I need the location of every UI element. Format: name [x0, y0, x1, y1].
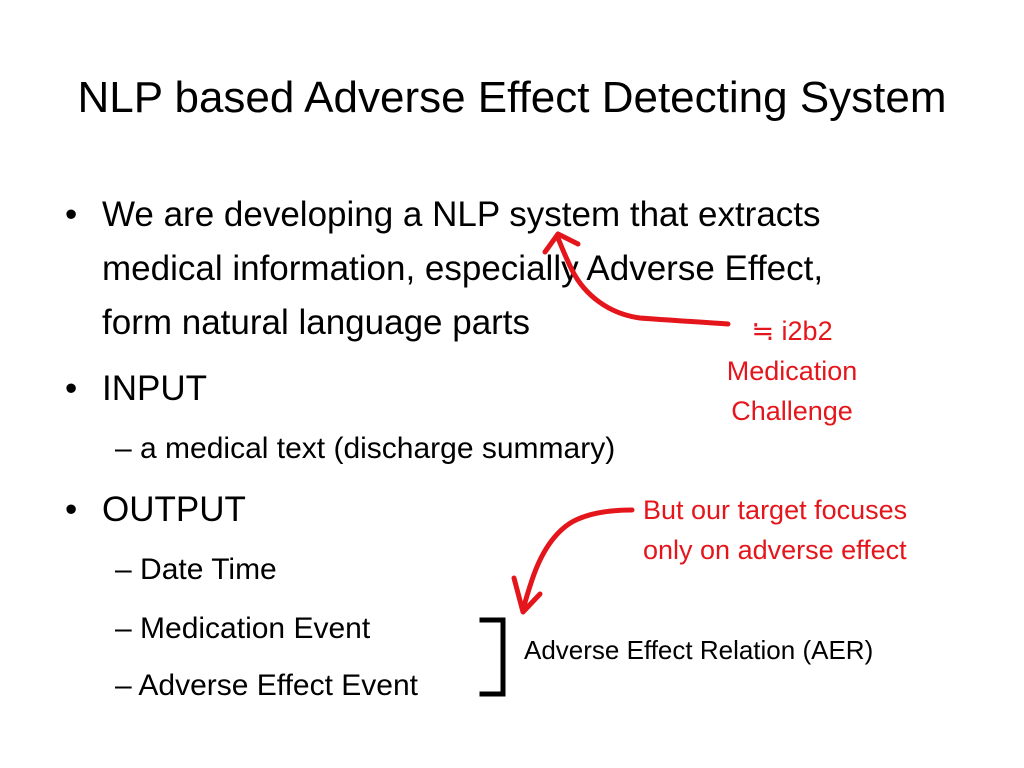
bullet-marker: • [65, 195, 78, 234]
i2b2-note-line: Challenge [731, 396, 853, 426]
bullet-text: OUTPUT [102, 490, 246, 529]
sub-text: Adverse Effect Event [138, 669, 418, 702]
sub-item-medication-event: – Medication Event [115, 609, 370, 649]
sub-marker: – [115, 432, 132, 465]
bullet-line: We are developing a NLP system that extr… [102, 195, 821, 234]
aer-label: Adverse Effect Relation (AER) [524, 635, 874, 665]
arrowhead-i2b2 [542, 231, 581, 255]
sub-marker: – [115, 612, 132, 645]
bullet-marker: • [65, 490, 78, 529]
bullet-text: We are developing a NLP system that extr… [102, 188, 823, 350]
bracket-aer [479, 617, 506, 697]
arrowhead-focus [511, 575, 543, 615]
sub-item-medical-text: – a medical text (discharge summary) [115, 429, 615, 469]
focus-note-line: But our target focuses [643, 495, 908, 525]
sub-item-date-time: – Date Time [115, 550, 277, 590]
sub-item-adverse-effect-event: – Adverse Effect Event [115, 666, 418, 706]
focus-note: But our target focuses only on adverse e… [643, 490, 907, 570]
sub-marker: – [115, 669, 132, 702]
sub-text: Date Time [140, 553, 277, 586]
bullet-line: form natural language parts [102, 303, 531, 342]
focus-note-line: only on adverse effect [643, 535, 907, 565]
arrow-curve-i2b2 [555, 235, 731, 327]
bullet-text: INPUT [102, 369, 207, 408]
bullet-line: medical information, especially Adverse … [102, 249, 824, 288]
sub-marker: – [115, 553, 132, 586]
arrow-curve-focus [520, 507, 635, 613]
sub-text: Medication Event [140, 612, 371, 645]
sub-text: a medical text (discharge summary) [140, 432, 616, 465]
i2b2-note-line: Medication [726, 356, 858, 386]
i2b2-note-line: ≒ i2b2 [751, 316, 833, 346]
bullet-marker: • [65, 369, 78, 408]
slide-title: NLP based Adverse Effect Detecting Syste… [77, 73, 947, 122]
i2b2-note: ≒ i2b2 Medication Challenge [692, 311, 892, 431]
